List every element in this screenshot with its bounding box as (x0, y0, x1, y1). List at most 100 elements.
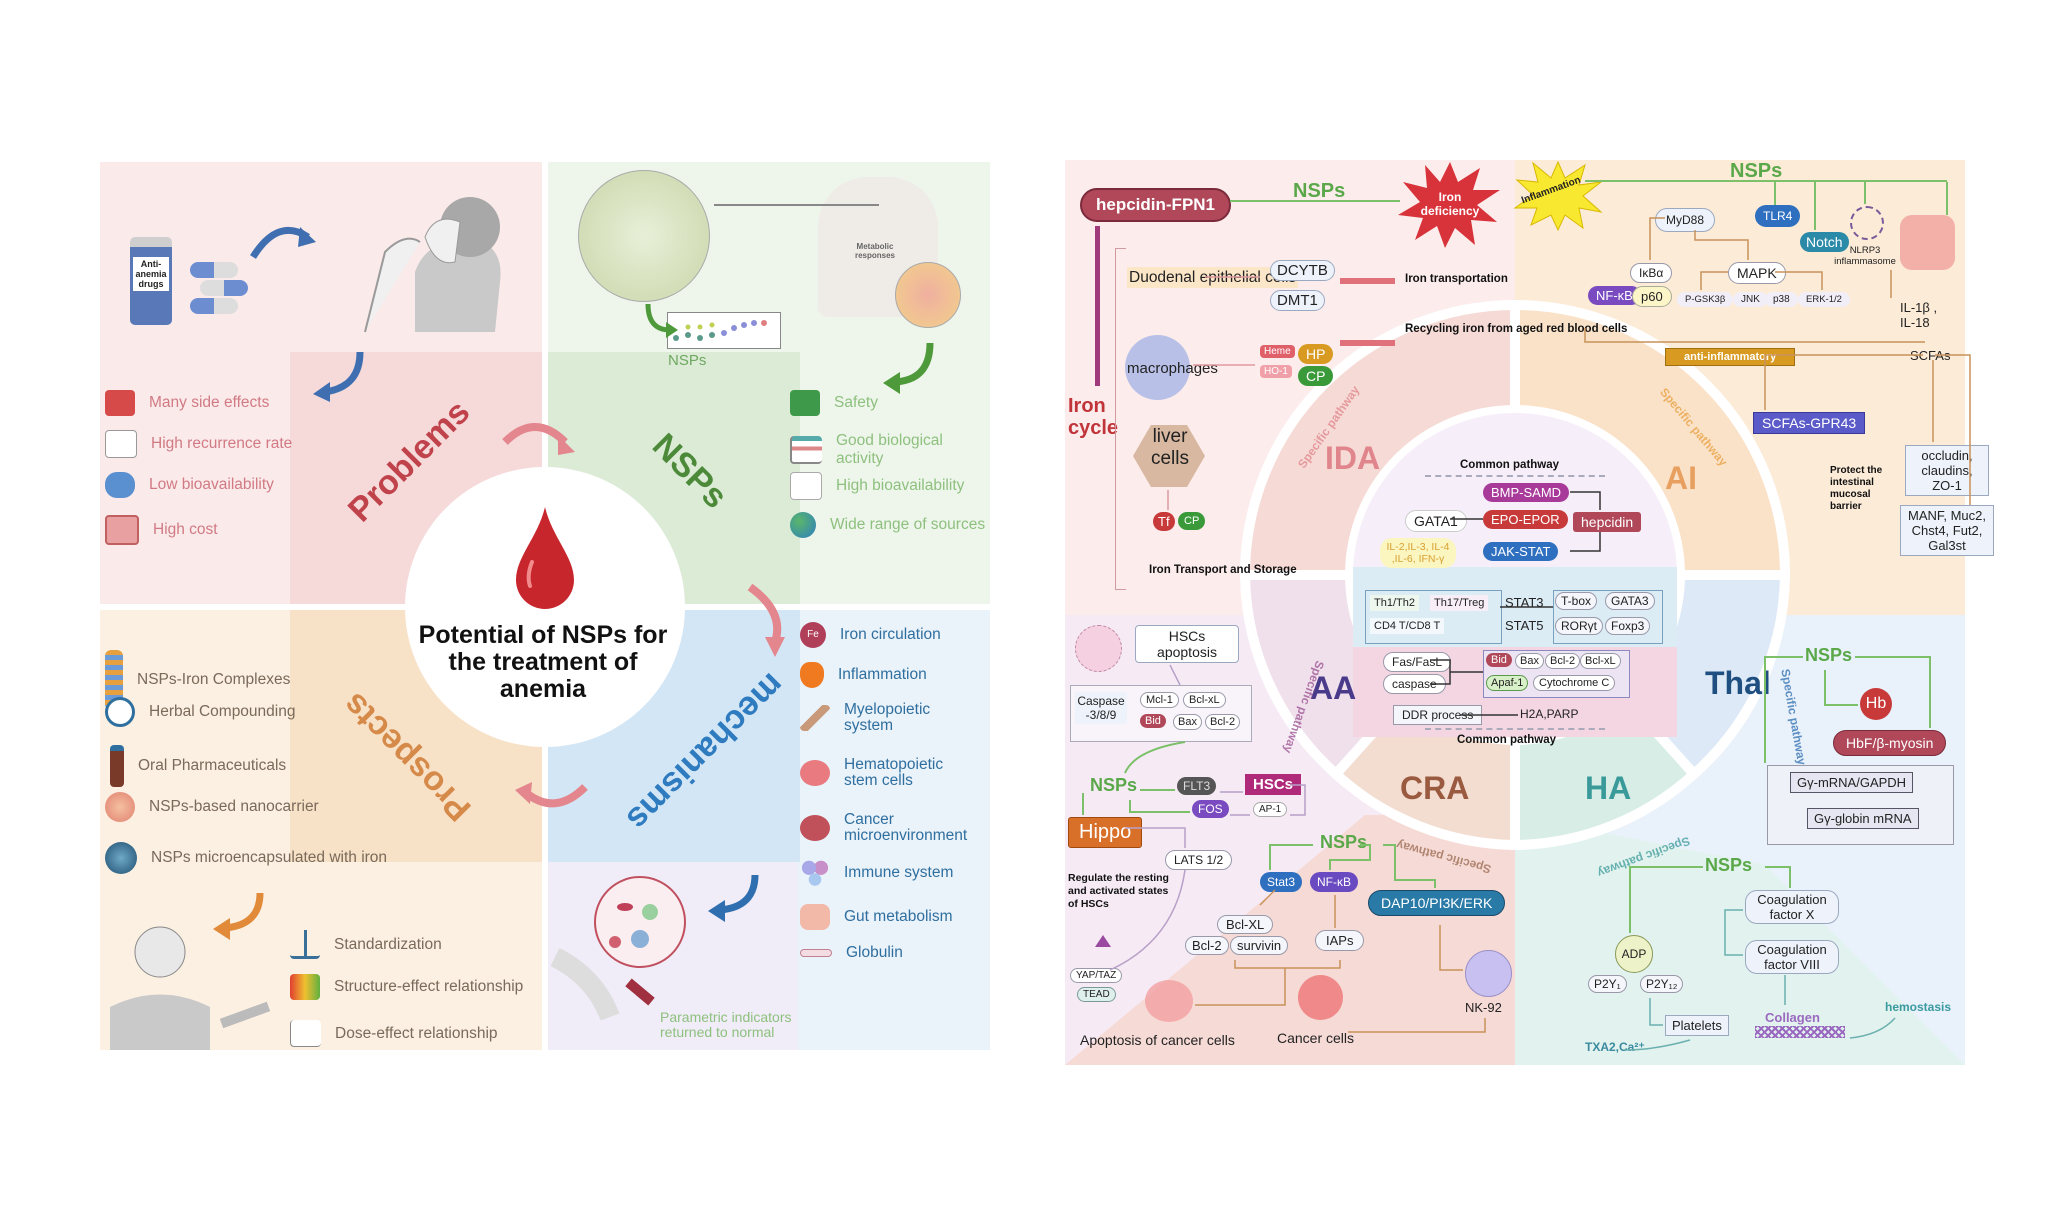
blood-drop-icon (516, 507, 574, 609)
fos-node: FOS (1192, 800, 1229, 818)
problem-label: High cost (153, 521, 218, 538)
nsps-benefit-item: Good biological activity (790, 432, 990, 468)
flame-icon (800, 662, 824, 688)
erk-node: ERK-1/2 (1798, 292, 1850, 307)
hippo-node: Hippo (1068, 817, 1143, 848)
curved-arrow-icon (708, 874, 759, 922)
pill-icon (190, 298, 238, 314)
person-vaccination-image (110, 926, 271, 1050)
mechanism-item: Cancer microenvironment (800, 812, 990, 844)
mechanism-item: Gut metabolism (800, 904, 953, 930)
benefit-label: Safety (834, 394, 878, 411)
p2y1-node: P2Y₁ (1588, 975, 1627, 993)
immune-cells-icon (800, 860, 830, 886)
stat3-node: Stat3 (1260, 872, 1303, 892)
cytochrome-c-node: Cytochrome C (1533, 675, 1616, 691)
heme-node: Heme (1260, 345, 1295, 358)
iron-cycle-label: Iron cycle (1068, 395, 1119, 439)
prospect-item: Oral Pharmaceuticals (110, 745, 286, 787)
challenge-label: Standardization (334, 935, 442, 953)
problem-label: High recurrence rate (151, 435, 293, 452)
stomach-icon (105, 472, 135, 498)
hbf-myosin-node: HbF/β-myosin (1833, 730, 1947, 756)
cd4-cd8-label: CD4 T/CD8 T (1370, 618, 1445, 634)
mechanism-label: Immune system (844, 864, 954, 881)
collagen-label: Collagen (1765, 1010, 1820, 1025)
dmt1-node: DMT1 (1270, 290, 1325, 311)
nsps-benefit-item: Wide range of sources (790, 512, 985, 538)
mechanism-item: Myelopoietic system (800, 702, 960, 734)
macrophage-icon (1125, 335, 1190, 400)
liver-cells-label: liver cells (1150, 426, 1189, 469)
gy-globin-node: Gγ-globin mRNA (1807, 808, 1919, 829)
nfkb-node: NF-κB (1588, 286, 1641, 305)
safe-bottle-icon (790, 390, 820, 416)
segment-label-ai: AI (1665, 460, 1697, 496)
th1-th2-label: Th1/Th2 (1370, 595, 1419, 611)
tumor-icon (800, 815, 830, 841)
bar-chart-icon (790, 436, 822, 464)
cp-node: CP (1178, 512, 1206, 530)
nsps-label: NSPs (1705, 855, 1753, 875)
foxp3-node: Foxp3 (1605, 617, 1651, 635)
liver-cell-icon (1133, 425, 1205, 487)
challenge-label: Dose-effect relationship (335, 1024, 498, 1042)
coag-factor-viii-node: Coagulation factor VIII (1745, 940, 1839, 974)
hscs-node: HSCs (1245, 774, 1302, 795)
caspase-node: caspase (1383, 674, 1446, 694)
manf-node: MANF, Muc2, Chst4, Fut2, Gal3st (1900, 505, 1994, 556)
nsps-label: NSPs (1730, 160, 1783, 182)
arrow-line (1585, 180, 1947, 182)
th17-treg-label: Th17/Treg (1430, 595, 1489, 611)
prospect-item: NSPs-Iron Complexes (105, 650, 290, 710)
bcl2-node: Bcl-2 (1545, 653, 1581, 669)
thick-arrow (1340, 340, 1395, 346)
gata3-node: GATA3 (1605, 592, 1655, 610)
magnifier-icon (105, 697, 135, 727)
mechanism-label: Hematopoietic stem cells (844, 756, 944, 789)
hepcidin-fpn1-node: hepcidin-FPN1 (1080, 188, 1232, 222)
arrow-line (1230, 200, 1400, 202)
segment-label-thal: Thal (1705, 665, 1771, 701)
nlrp3-label: NLRP3 inflammasome (1834, 245, 1896, 267)
segment-label-ha: HA (1585, 770, 1632, 806)
cancer-cells-label: Cancer cells (1277, 1030, 1355, 1046)
h2a-parp-label: H2A,PARP (1520, 707, 1579, 721)
lats-node: LATS 1/2 (1165, 850, 1233, 870)
cancer-cell-icon (1298, 975, 1343, 1020)
bclxl-node: Bcl-xL (1183, 692, 1226, 708)
problem-item: Many side effects (105, 390, 269, 416)
benefit-label: Wide range of sources (830, 516, 986, 533)
problem-label: Many side effects (149, 394, 270, 411)
microcapsule-icon (105, 842, 137, 874)
mechanism-label: Iron circulation (840, 626, 941, 643)
dashed-divider (1425, 728, 1605, 730)
polysaccharide-chain-icon (667, 312, 781, 349)
heatmap-icon (290, 974, 320, 1000)
gut-microbe-circle (895, 262, 961, 328)
occludin-node: occludin, claudins, ZO-1 (1905, 445, 1989, 496)
person-taking-pill-icon (364, 197, 501, 333)
nsps-source-label: NSPs (668, 352, 707, 369)
bmp-samd-node: BMP-SAMD (1483, 483, 1570, 502)
bcl-xl-node: Bcl-XL (1217, 915, 1274, 934)
pathway-connectors (1082, 182, 1971, 1051)
stat5-label: STAT5 (1505, 618, 1544, 633)
curved-arrow-icon (502, 423, 575, 455)
prospect-item: NSPs-based nanocarrier (105, 792, 319, 822)
dap10-node: DAP10/PI3K/ERK (1368, 890, 1506, 916)
anti-inflammatory-label: anti-inflammatory (1665, 348, 1796, 366)
scfas-gpr43-node: SCFAs-GPR43 (1753, 412, 1866, 434)
platelets-node: Platelets (1665, 1015, 1729, 1036)
il1b-il18-label: IL-1β , IL-18 (1900, 300, 1938, 330)
collagen-fiber-icon (1755, 1026, 1845, 1038)
waveform-chart-icon (105, 430, 137, 458)
bid-node: Bid (1486, 653, 1512, 667)
problem-label: Low bioavailability (149, 476, 274, 493)
bcl2-node: Bcl-2 (1205, 714, 1241, 730)
nlrp3-icon (1850, 206, 1884, 240)
curve-chart-icon (790, 472, 822, 500)
mechanism-label: Cancer microenvironment (844, 811, 968, 844)
curved-arrow-icon (515, 782, 588, 808)
myd88-node: MyD88 (1655, 208, 1716, 232)
